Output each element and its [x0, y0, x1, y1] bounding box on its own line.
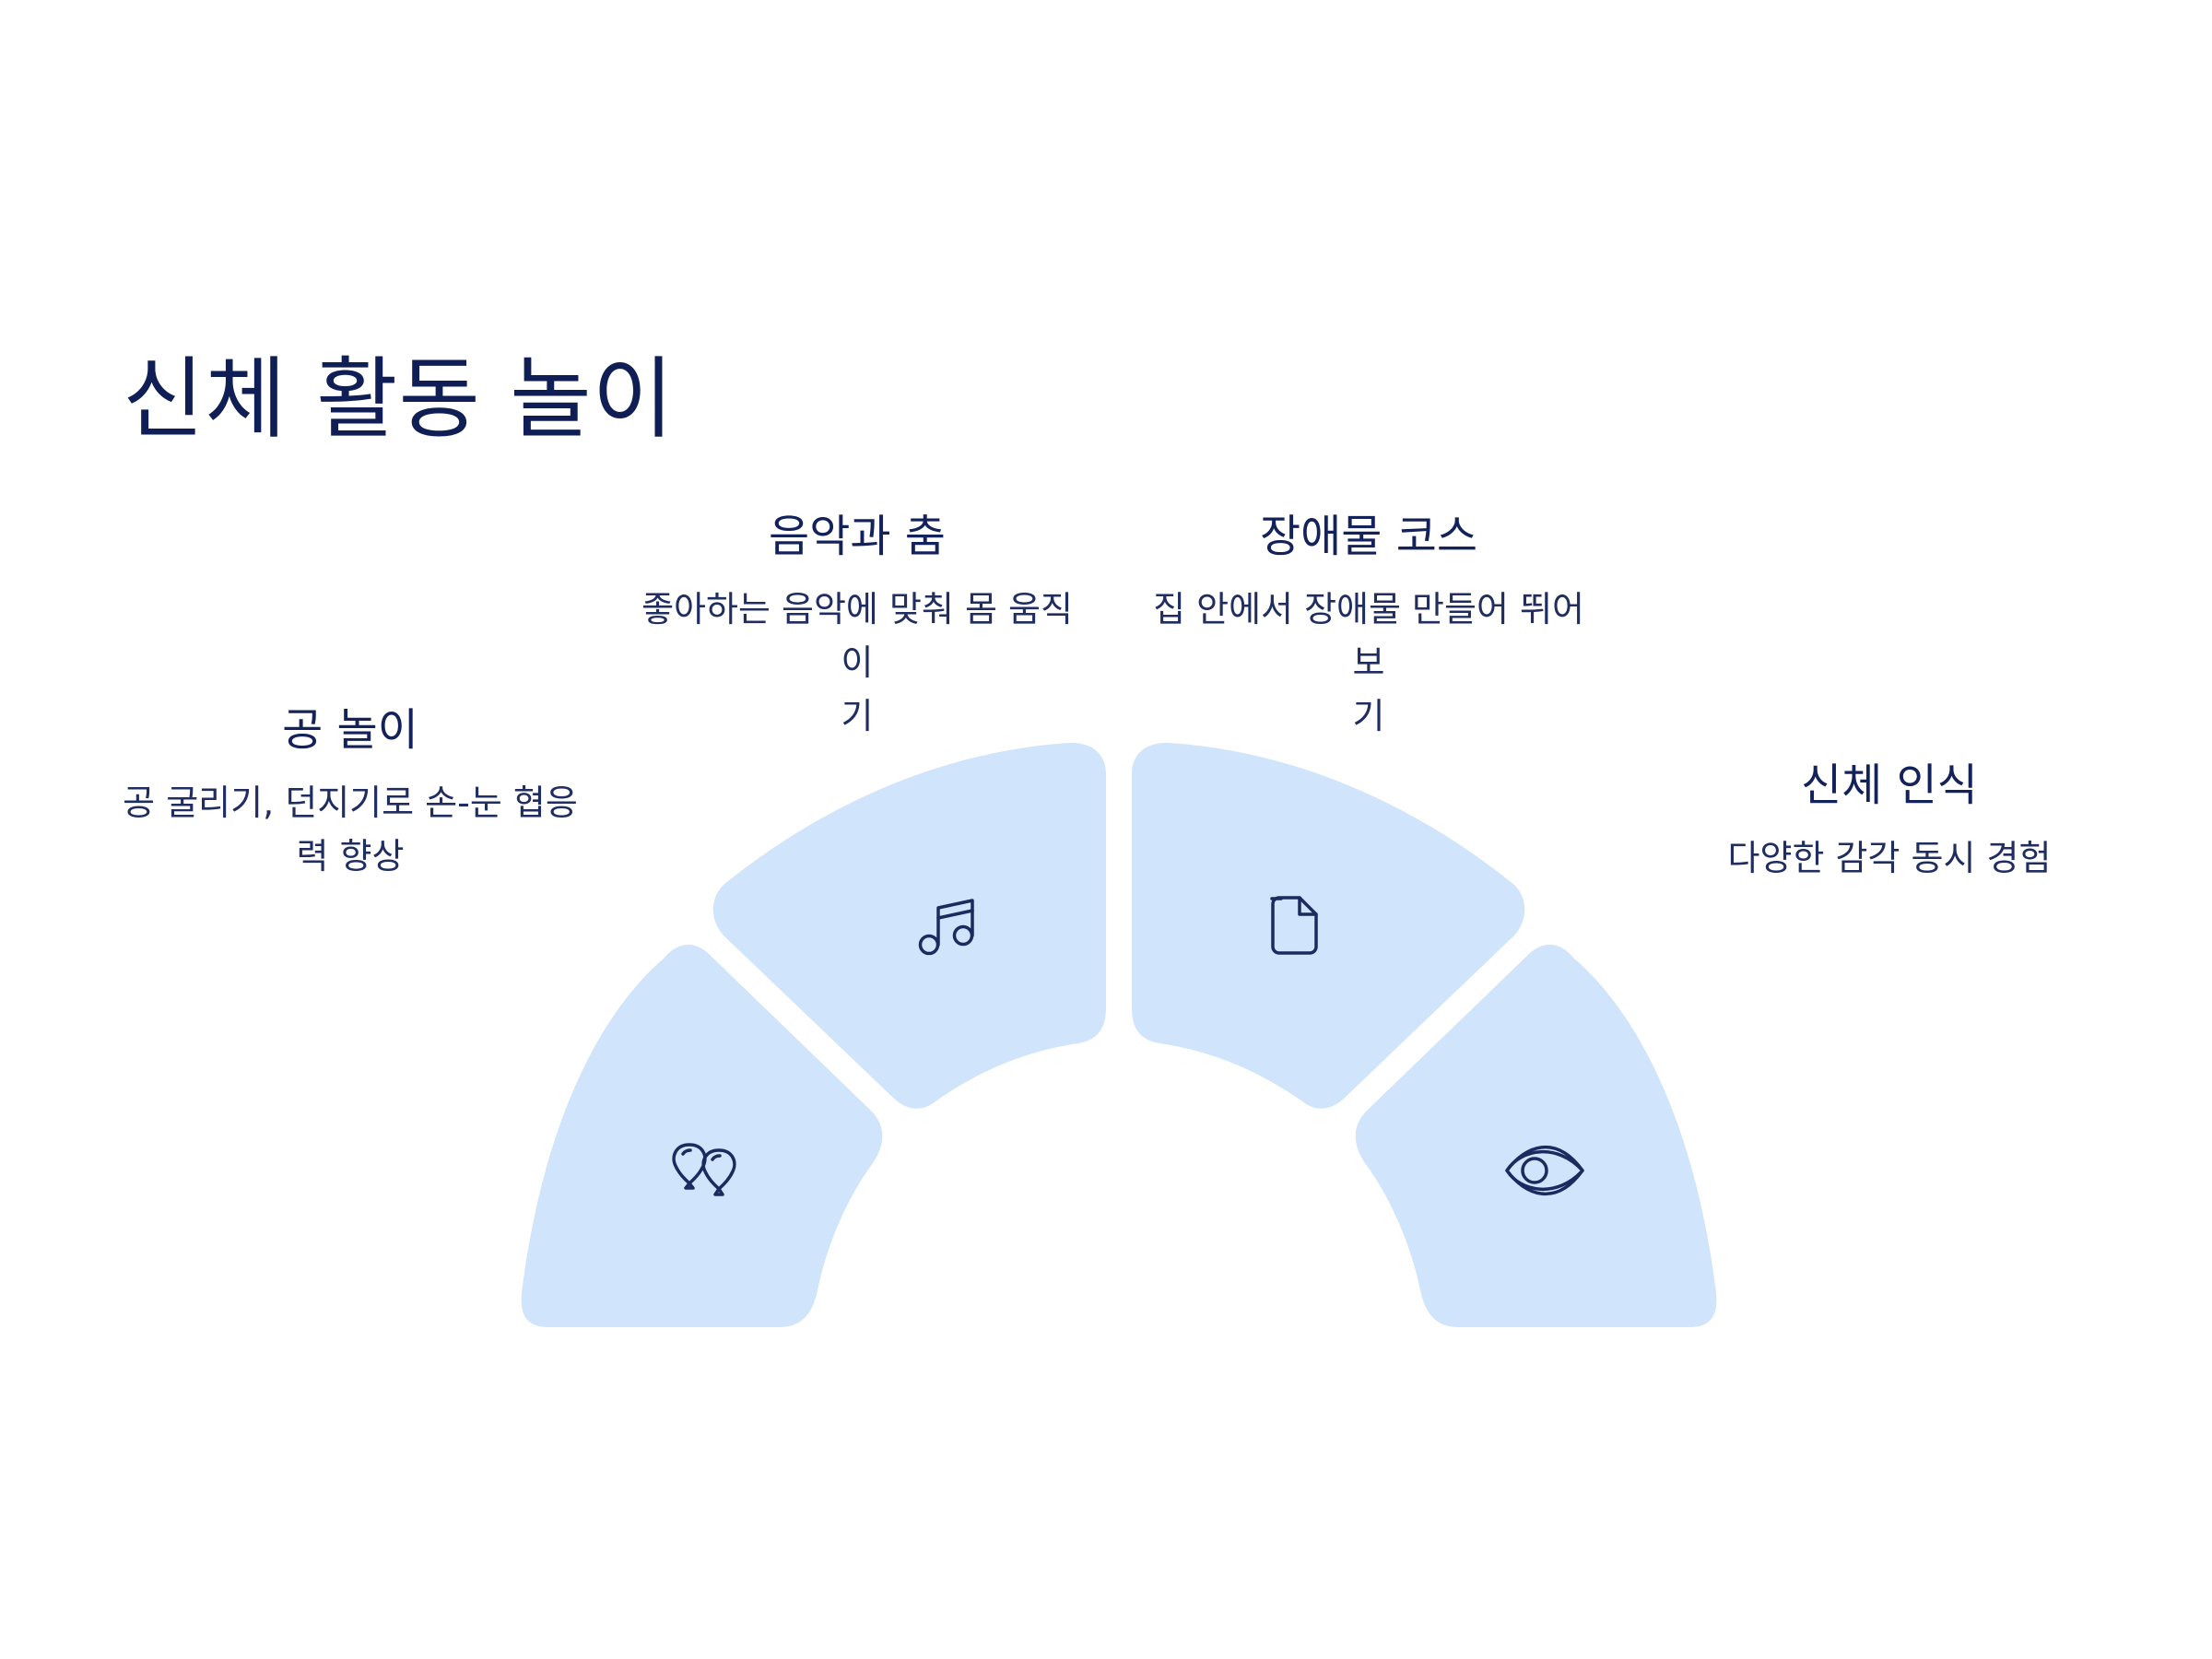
segment-description: 공 굴리기, 던지기로 손-눈 협응 력 향상	[120, 776, 581, 883]
arc-segment-shape	[712, 742, 1106, 1109]
arc-segment-music-dance	[712, 742, 1106, 1109]
segment-description-line: 기	[841, 696, 874, 736]
segment-title: 음악과 춤	[769, 511, 946, 562]
arc-segment-shape	[1355, 944, 1717, 1327]
segment-label-music-dance: 음악과 춤 좋아하는 음악에 맞춰 몸 움직이 기	[627, 507, 1088, 743]
document-icon	[1270, 896, 1318, 955]
segment-title: 신체 인식	[1801, 759, 1978, 811]
eye-icon	[1505, 1145, 1584, 1196]
segment-description-line: 기	[1352, 696, 1385, 736]
segment-description-line: 공 굴리기, 던지기로 손-눈 협응	[123, 782, 578, 823]
segment-label-obstacle-course: 장애물 코스 집 안에서 장애물 만들어 뛰어보 기	[1138, 507, 1599, 743]
segment-description-line: 력 향상	[296, 836, 405, 877]
segment-description: 집 안에서 장애물 만들어 뛰어보 기	[1138, 582, 1599, 743]
music-note-icon	[918, 899, 974, 956]
page-title: 신체 활동 놀이	[123, 347, 675, 451]
segment-description-line: 다양한 감각 동시 경험	[1727, 838, 2052, 878]
segment-label-body-awareness: 신체 인식 다양한 감각 동시 경험	[1659, 756, 2120, 885]
arc-segment-ball-play	[521, 944, 883, 1327]
segment-label-ball-play: 공 놀이 공 굴리기, 던지기로 손-눈 협응 력 향상	[120, 700, 581, 883]
arc-segment-body-awareness	[1355, 944, 1717, 1327]
arc-segment-shape	[1132, 742, 1525, 1109]
segment-title: 장애물 코스	[1259, 511, 1478, 562]
segment-description-line: 좋아하는 음악에 맞춰 몸 움직이	[641, 589, 1073, 683]
arc-segment-shape	[521, 944, 883, 1327]
segment-description: 다양한 감각 동시 경험	[1659, 831, 2120, 885]
segment-description-line: 집 안에서 장애물 만들어 뛰어보	[1153, 589, 1584, 683]
balloons-icon	[672, 1143, 736, 1196]
segment-title: 공 놀이	[282, 704, 418, 756]
arc-segment-obstacle-course	[1132, 742, 1525, 1109]
segment-description: 좋아하는 음악에 맞춰 몸 움직이 기	[627, 582, 1088, 743]
